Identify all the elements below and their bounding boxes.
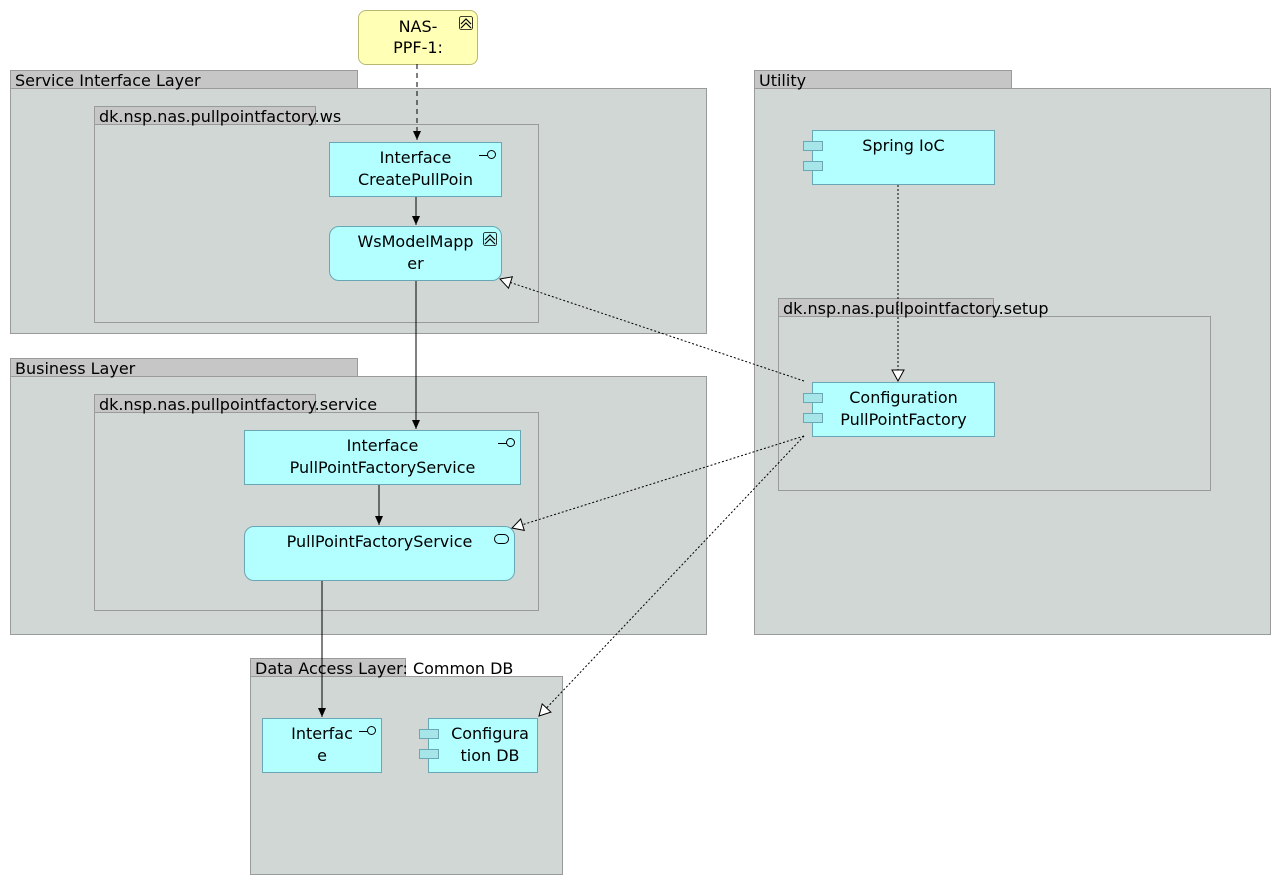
service-package-label: dk.nsp.nas.pullpointfactory.service <box>99 395 378 414</box>
ws-model-mapper-line-1: WsModelMapp <box>357 232 474 251</box>
utility-label: Utility <box>759 71 807 90</box>
data-access-layer-label: Data Access Layer: Common DB <box>255 659 514 678</box>
chevron-up-icon <box>483 232 497 246</box>
setup-package-label: dk.nsp.nas.pullpointfactory.setup <box>783 299 1049 318</box>
data-access-layer-group: Data Access Layer: Common DB <box>250 658 563 875</box>
component-icon <box>803 141 823 151</box>
component-icon <box>803 161 823 171</box>
pull-point-factory-service-interface-node[interactable]: Interface PullPointFactoryService <box>244 430 521 485</box>
component-icon <box>803 393 823 403</box>
ws-model-mapper-line-2: er <box>407 254 424 273</box>
component-icon <box>419 749 439 759</box>
business-layer-label: Business Layer <box>15 359 136 378</box>
pull-point-factory-service-node[interactable]: PullPointFactoryService <box>244 526 515 581</box>
configuration-db-node[interactable]: Configura tion DB <box>419 718 538 773</box>
configuration-pull-point-factory-node[interactable]: Configuration PullPointFactory <box>803 382 995 437</box>
db-interface-line-2: e <box>317 746 327 765</box>
configuration-ppf-line-2: PullPointFactory <box>840 410 967 429</box>
service-interface-layer-label: Service Interface Layer <box>15 71 201 90</box>
spring-ioc-line-1: Spring IoC <box>862 136 945 155</box>
configuration-db-line-1: Configura <box>451 724 529 743</box>
configuration-ppf-line-1: Configuration <box>849 388 958 407</box>
service-line-1: PullPointFactoryService <box>286 532 473 551</box>
actor-node[interactable]: NAS- PPF-1: <box>358 10 478 65</box>
actor-label-line-1: NAS- <box>398 17 438 36</box>
component-icon <box>419 729 439 739</box>
ws-model-mapper-node[interactable]: WsModelMapp er <box>329 226 502 281</box>
db-interface-node[interactable]: Interfac e <box>262 718 382 773</box>
interface-lollipop-icon <box>479 150 499 162</box>
interface-lollipop-icon <box>498 438 518 450</box>
chevron-up-icon <box>459 16 473 30</box>
db-interface-line-1: Interfac <box>291 724 353 743</box>
service-interface-line-2: PullPointFactoryService <box>289 458 476 477</box>
configuration-db-line-2: tion DB <box>460 746 520 765</box>
ws-package-group: dk.nsp.nas.pullpointfactory.ws <box>94 106 539 323</box>
create-pull-point-interface-node[interactable]: Interface CreatePullPoin <box>329 142 502 197</box>
interface-lollipop-icon <box>359 726 379 738</box>
component-icon <box>803 413 823 423</box>
ws-package-label: dk.nsp.nas.pullpointfactory.ws <box>99 107 342 126</box>
actor-label-line-2: PPF-1: <box>393 38 443 57</box>
service-pill-icon <box>494 534 509 544</box>
spring-ioc-node[interactable]: Spring IoC <box>803 130 995 185</box>
service-interface-line-1: Interface <box>346 436 419 455</box>
create-pull-point-interface-line-1: Interface <box>379 148 452 167</box>
create-pull-point-interface-line-2: CreatePullPoin <box>357 170 473 189</box>
